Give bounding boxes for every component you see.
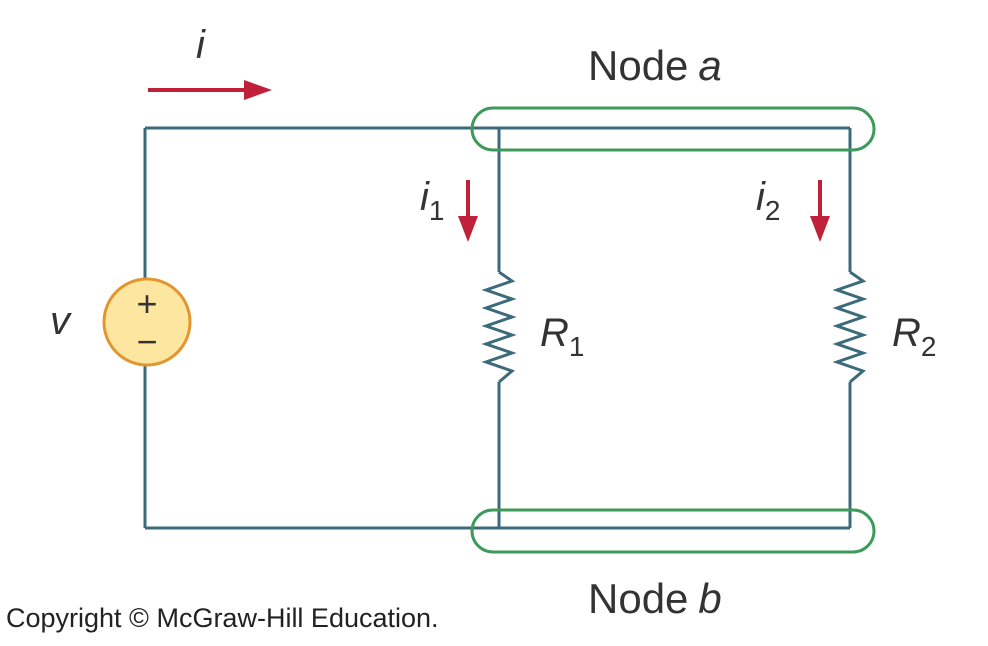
node-outlines (470, 106, 876, 554)
arrow-i2-head (810, 216, 830, 242)
label-current-i1: i1 (420, 175, 444, 226)
source-plus-sign: + (136, 283, 157, 324)
resistor-r2-zigzag (832, 270, 868, 384)
label-current-i: i (196, 23, 206, 67)
source-minus-sign: − (136, 321, 157, 362)
wires (143, 126, 868, 530)
label-voltage-v: v (50, 299, 72, 343)
arrow-i-head (244, 80, 272, 100)
resistor-r1-zigzag (481, 270, 517, 384)
node-a-outline (470, 106, 876, 152)
voltage-source: + − (102, 277, 192, 367)
current-arrows (148, 80, 830, 242)
voltage-source-circle (104, 279, 190, 365)
label-current-i2: i2 (756, 175, 780, 226)
label-resistor-r1: R1 (540, 311, 584, 362)
copyright-notice: Copyright © McGraw-Hill Education. (6, 603, 439, 633)
arrow-i1-head (458, 216, 478, 242)
voltage-source-ring (102, 277, 192, 367)
node-b-outline (470, 508, 876, 554)
label-resistor-r2: R2 (892, 311, 936, 362)
